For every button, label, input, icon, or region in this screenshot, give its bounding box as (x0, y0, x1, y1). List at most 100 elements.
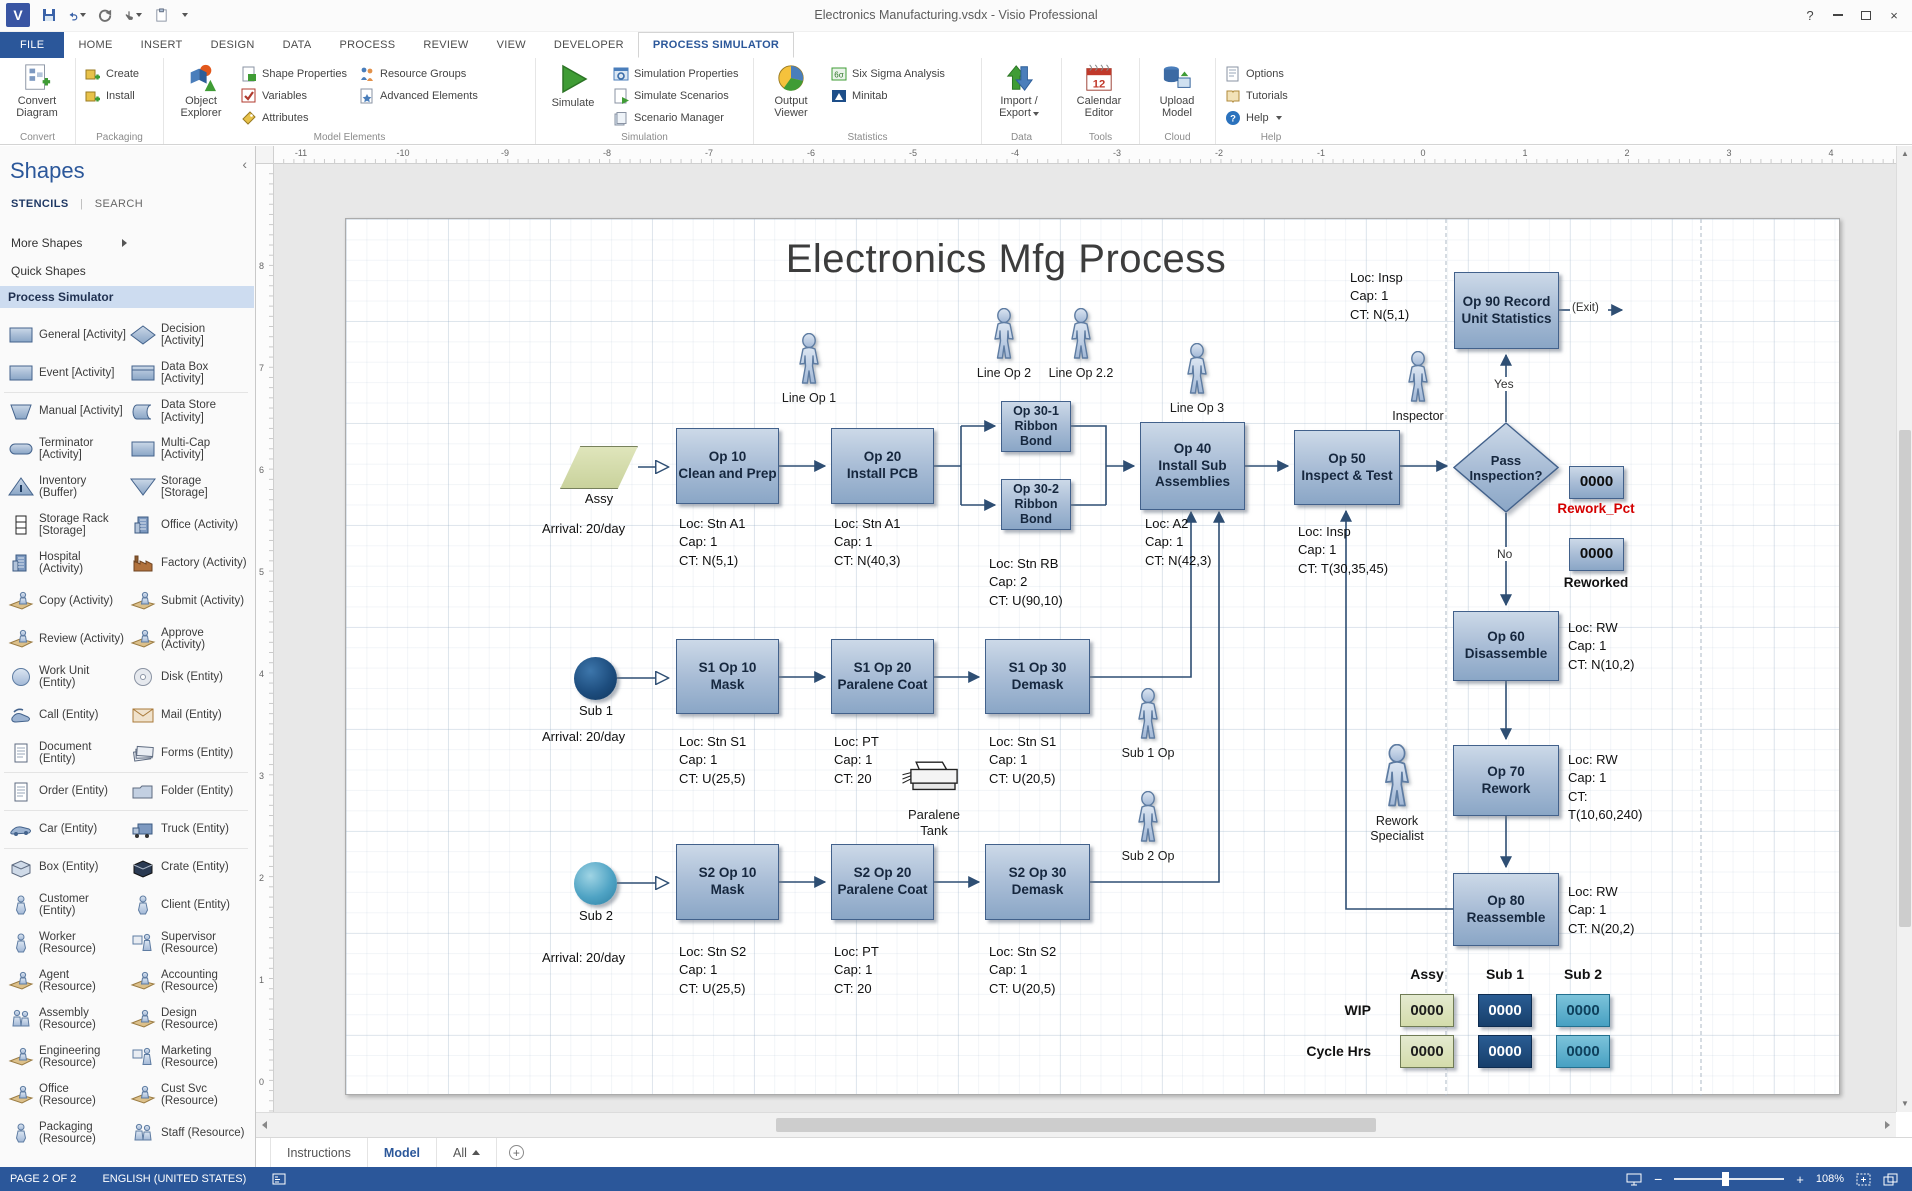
stencil-item-inventory-buffer-[interactable]: Inventory (Buffer) (4, 468, 126, 506)
advanced-elements-button[interactable]: Advanced Elements (355, 85, 482, 106)
tab-search[interactable]: SEARCH (95, 198, 143, 210)
tab-process[interactable]: PROCESS (325, 32, 409, 58)
stencil-item-agent-resource-[interactable]: Agent (Resource) (4, 962, 126, 1000)
node-s2op20[interactable]: S2 Op 20 Paralene Coat (831, 844, 934, 920)
presentation-mode-icon[interactable] (1626, 1173, 1642, 1186)
stencil-item-client-entity-[interactable]: Client (Entity) (126, 886, 248, 924)
stencil-item-general-activity-[interactable]: General [Activity] (4, 316, 126, 354)
add-page-button[interactable]: + (509, 1145, 524, 1160)
stencil-item-forms-entity-[interactable]: Forms (Entity) (126, 734, 248, 772)
node-op60[interactable]: Op 60 Disassemble (1453, 611, 1559, 681)
stencil-item-worker-resource-[interactable]: Worker (Resource) (4, 924, 126, 962)
output-viewer-button[interactable]: Output Viewer (759, 61, 823, 129)
create-button[interactable]: Create (81, 63, 143, 84)
resource-rework-specialist[interactable]: Rework Specialist (1362, 744, 1432, 844)
entity-sub1[interactable] (574, 657, 617, 700)
tab-data[interactable]: DATA (269, 32, 326, 58)
stencil-item-folder-entity-[interactable]: Folder (Entity) (126, 772, 248, 810)
help-menu-button[interactable]: Help (1221, 107, 1292, 128)
stencil-item-engineering-resource-[interactable]: Engineering (Resource) (4, 1038, 126, 1076)
node-s1op20[interactable]: S1 Op 20 Paralene Coat (831, 639, 934, 714)
stencil-item-call-entity-[interactable]: Call (Entity) (4, 696, 126, 734)
node-op50[interactable]: Op 50 Inspect & Test (1294, 430, 1400, 505)
node-op90[interactable]: Op 90 Record Unit Statistics (1454, 272, 1559, 349)
scroll-down-icon[interactable]: ▼ (1899, 1098, 1911, 1110)
wip-cell-wip-sub-1[interactable]: 0000 (1478, 994, 1532, 1027)
macro-status-icon[interactable] (272, 1173, 286, 1185)
stencil-item-office-resource-[interactable]: Office (Resource) (4, 1076, 126, 1114)
upload-model-button[interactable]: Upload Model (1145, 61, 1209, 129)
wip-cell-cycle-hrs-assy[interactable]: 0000 (1400, 1035, 1454, 1068)
quick-shapes-item[interactable]: Quick Shapes (11, 264, 86, 278)
import-export-button[interactable]: Import / Export (987, 61, 1051, 129)
collapse-panel-icon[interactable]: ‹ (242, 156, 247, 172)
resource-groups-button[interactable]: Resource Groups (355, 63, 482, 84)
stencil-item-supervisor-resource-[interactable]: Supervisor (Resource) (126, 924, 248, 962)
stencil-item-factory-activity-[interactable]: Factory (Activity) (126, 544, 248, 582)
tab-insert[interactable]: INSERT (127, 32, 197, 58)
node-op40[interactable]: Op 40 Install Sub Assemblies (1140, 422, 1245, 510)
wip-cell-wip-assy[interactable]: 0000 (1400, 994, 1454, 1027)
tab-file[interactable]: FILE (0, 32, 64, 58)
options-button[interactable]: Options (1221, 63, 1292, 84)
wip-cell-wip-sub-2[interactable]: 0000 (1556, 994, 1610, 1027)
stencil-item-multi-cap-activity-[interactable]: Multi-Cap [Activity] (126, 430, 248, 468)
horizontal-scroll-thumb[interactable] (776, 1118, 1376, 1132)
attributes-button[interactable]: Attributes (237, 107, 351, 128)
tab-process-simulator[interactable]: PROCESS SIMULATOR (638, 32, 794, 58)
resource-inspector[interactable]: Inspector (1383, 351, 1453, 424)
page-indicator[interactable]: PAGE 2 OF 2 (10, 1173, 76, 1185)
stencil-item-marketing-resource-[interactable]: Marketing (Resource) (126, 1038, 248, 1076)
stencil-item-staff-resource-[interactable]: Staff (Resource) (126, 1114, 248, 1152)
tab-home[interactable]: HOME (64, 32, 126, 58)
scroll-right-icon[interactable] (1885, 1121, 1890, 1129)
install-button[interactable]: Install (81, 85, 143, 106)
page-tab-instructions[interactable]: Instructions (270, 1138, 368, 1168)
resource-sub-1-op[interactable]: Sub 1 Op (1113, 688, 1183, 761)
convert-diagram-button[interactable]: Convert Diagram (5, 61, 69, 129)
stencil-item-packaging-resource-[interactable]: Packaging (Resource) (4, 1114, 126, 1152)
stencil-item-approve-activity-[interactable]: Approve (Activity) (126, 620, 248, 658)
stencil-item-office-activity-[interactable]: Office (Activity) (126, 506, 248, 544)
tab-developer[interactable]: DEVELOPER (540, 32, 638, 58)
simulation-properties-button[interactable]: Simulation Properties (609, 63, 743, 84)
stencil-item-decision-activity-[interactable]: Decision [Activity] (126, 316, 248, 354)
node-s1op30[interactable]: S1 Op 30 Demask (985, 639, 1090, 714)
minimize-button[interactable] (1824, 0, 1852, 30)
stencil-item-storage-storage-[interactable]: Storage [Storage] (126, 468, 248, 506)
stencil-item-submit-activity-[interactable]: Submit (Activity) (126, 582, 248, 620)
page-tab-all[interactable]: All (437, 1138, 497, 1168)
stencil-item-car-entity-[interactable]: Car (Entity) (4, 810, 126, 848)
close-button[interactable]: × (1880, 0, 1908, 30)
stencil-item-mail-entity-[interactable]: Mail (Entity) (126, 696, 248, 734)
simulate-scenarios-button[interactable]: Simulate Scenarios (609, 85, 743, 106)
scroll-up-icon[interactable]: ▲ (1899, 148, 1911, 160)
zoom-slider[interactable] (1674, 1178, 1784, 1180)
resource-line-op-2[interactable]: Line Op 2 (969, 308, 1039, 381)
stencil-item-storage-rack-storage-[interactable]: Storage Rack [Storage] (4, 506, 126, 544)
resource-line-op-3[interactable]: Line Op 3 (1162, 343, 1232, 416)
paralene-tank[interactable]: Paralene Tank (894, 759, 974, 838)
page-tab-model[interactable]: Model (368, 1138, 437, 1168)
vertical-scroll-thumb[interactable] (1899, 430, 1911, 927)
zoom-level[interactable]: 108% (1816, 1173, 1844, 1185)
stencil-item-review-activity-[interactable]: Review (Activity) (4, 620, 126, 658)
help-button[interactable]: ? (1796, 0, 1824, 30)
stencil-item-work-unit-entity-[interactable]: Work Unit (Entity) (4, 658, 126, 696)
shape-properties-button[interactable]: Shape Properties (237, 63, 351, 84)
tab-stencils[interactable]: STENCILS (11, 198, 69, 210)
stencil-item-data-box-activity-[interactable]: Data Box [Activity] (126, 354, 248, 392)
resource-sub-2-op[interactable]: Sub 2 Op (1113, 791, 1183, 864)
drawing-page[interactable]: Electronics Mfg Process Assy Sub 1 Sub 2… (345, 218, 1840, 1095)
calendar-editor-button[interactable]: Calendar Editor (1067, 61, 1131, 129)
tab-view[interactable]: VIEW (483, 32, 540, 58)
more-shapes-item[interactable]: More Shapes (11, 236, 127, 250)
node-op30-2[interactable]: Op 30-2 Ribbon Bond (1001, 479, 1071, 530)
fit-page-icon[interactable] (1856, 1173, 1871, 1186)
node-op80[interactable]: Op 80 Reassemble (1453, 873, 1559, 946)
stencil-item-data-store-activity-[interactable]: Data Store [Activity] (126, 392, 248, 430)
scenario-manager-button[interactable]: Scenario Manager (609, 107, 743, 128)
counter-reworked[interactable]: 0000 (1569, 538, 1624, 571)
stencil-item-manual-activity-[interactable]: Manual [Activity] (4, 392, 126, 430)
stencil-item-copy-activity-[interactable]: Copy (Activity) (4, 582, 126, 620)
